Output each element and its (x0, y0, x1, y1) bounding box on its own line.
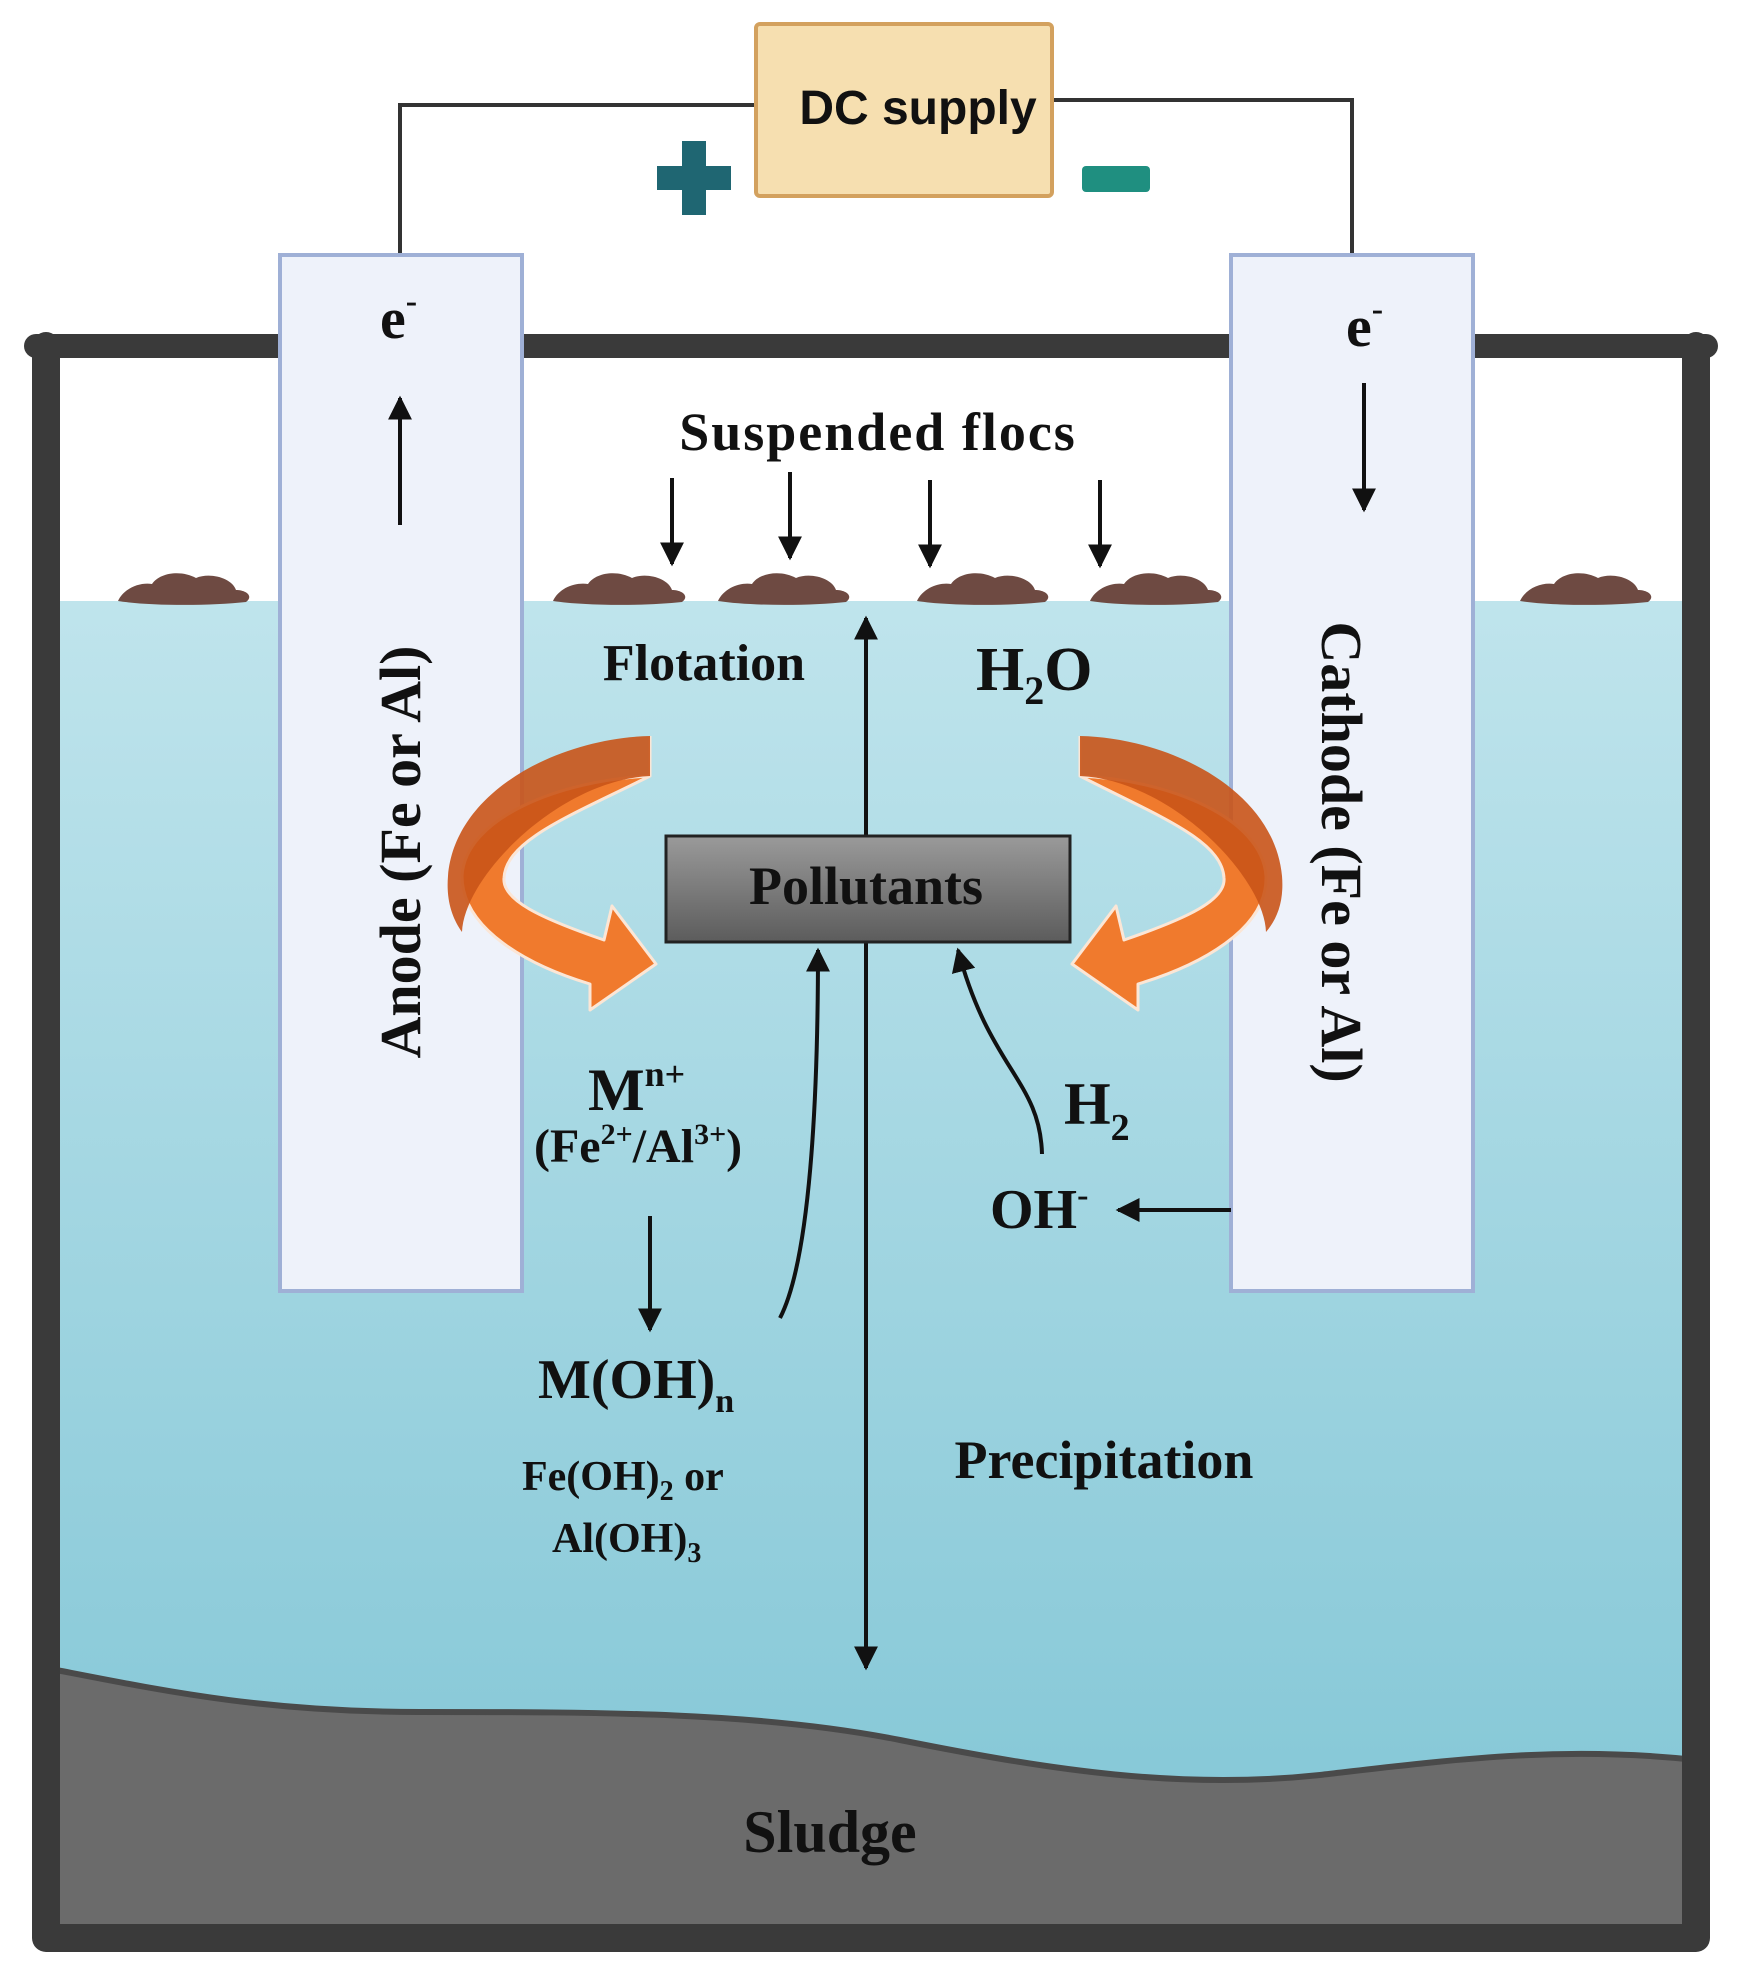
floc (1520, 573, 1652, 605)
pollutants-label: Pollutants (749, 856, 983, 916)
cathode-plate (1229, 253, 1475, 1293)
suspended-flocs (118, 573, 1652, 605)
pollutants-box: Pollutants (664, 834, 1072, 944)
hydrogen-label: H2 (1064, 1071, 1130, 1149)
dc-supply-label: DC supply (799, 82, 1037, 135)
sludge-top-edge (45, 1665, 1697, 1784)
floc (718, 573, 850, 605)
negative-terminal-icon (1082, 166, 1150, 192)
dc-supply: DC supply (754, 22, 1054, 198)
water-label: H2O (976, 636, 1092, 713)
metal-ion-label: Mn+ (588, 1054, 685, 1123)
floc (917, 573, 1049, 605)
sludge-layer (46, 1668, 1696, 1938)
hydroxide-label: M(OH)n (538, 1349, 734, 1420)
coagulation-arrow (778, 947, 830, 1319)
positive-terminal-icon (657, 141, 731, 215)
wire-negative (1050, 98, 1354, 255)
floc (1090, 573, 1222, 605)
suspended-flocs-label: Suspended flocs (679, 402, 1077, 462)
floc (118, 573, 250, 605)
floc-arrows (660, 472, 1112, 569)
metal-ion-detail: (Fe2+/Al3+) (534, 1118, 742, 1173)
hydroxyl-label: OH- (990, 1177, 1088, 1241)
floc (553, 573, 686, 605)
hydrogen-arrow (951, 947, 1044, 1155)
precipitation-label: Precipitation (955, 1430, 1254, 1490)
wire-positive (398, 103, 756, 255)
hydroxide-detail-fe: Fe(OH)2 or (522, 1454, 724, 1507)
cathode-label: Cathode (Fe or Al) (1309, 621, 1374, 1082)
flotation-label: Flotation (603, 635, 805, 692)
anode-label: Anode (Fe or Al) (368, 646, 433, 1059)
hydroxide-detail-al: Al(OH)3 (552, 1516, 701, 1569)
anode-electron-label: e- (380, 283, 417, 351)
tank-wall (32, 332, 1710, 1952)
cathode-curved-arrow-shade (1080, 736, 1283, 932)
cathode-electron-label: e- (1346, 291, 1383, 359)
anode-curved-arrow-shade (447, 736, 650, 932)
sludge-label: Sludge (743, 1799, 916, 1865)
